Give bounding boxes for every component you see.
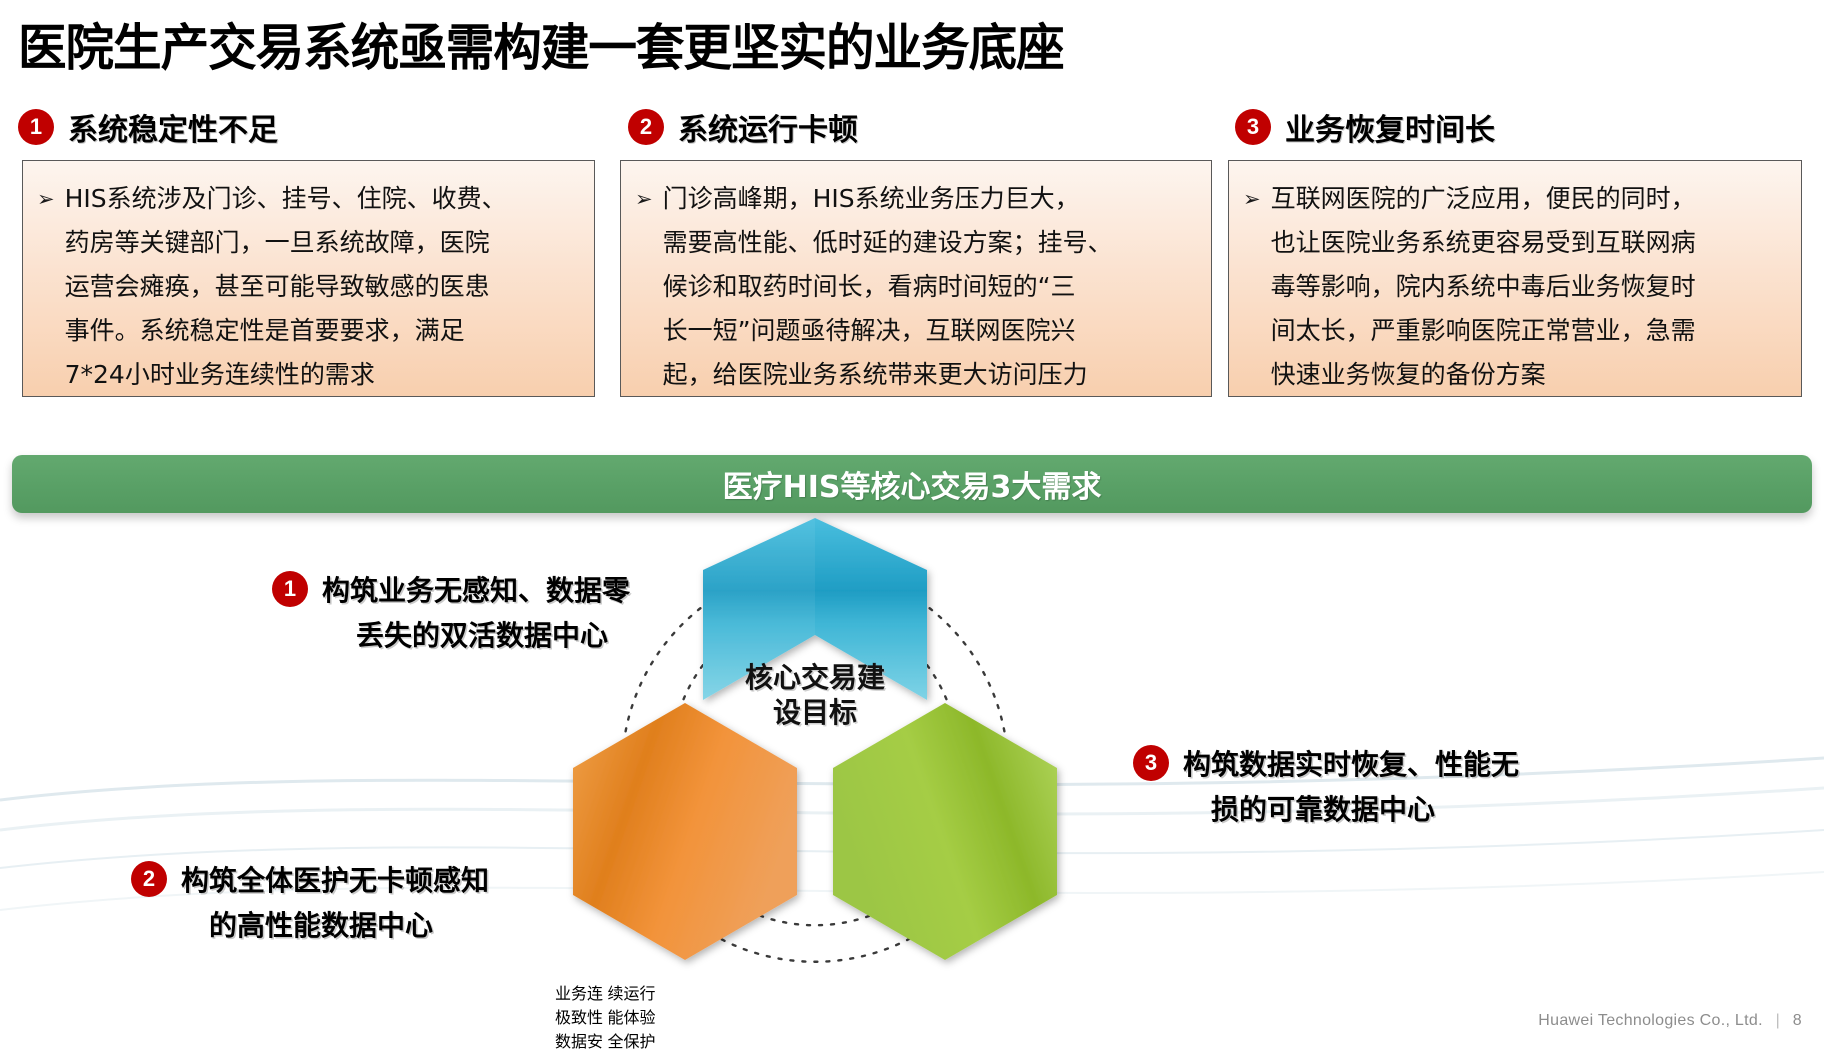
column-number-badge-3: 3 [1235, 109, 1271, 145]
callout-3-text: 构筑数据实时恢复、性能无 损的可靠数据中心 [1183, 742, 1519, 833]
callout-2: 2 构筑全体医护无卡顿感知 的高性能数据中心 [131, 858, 489, 949]
column-heading-1: 系统稳定性不足 [68, 113, 278, 148]
column-header-1: 1 系统稳定性不足 [18, 105, 278, 149]
hexagon-center-line: 核心交易建 [744, 661, 885, 694]
issue-line: 门诊高峰期，HIS系统业务压力巨大， [662, 184, 1080, 213]
column-header-2: 2 系统运行卡顿 [628, 105, 858, 149]
issue-box-2-text: 门诊高峰期，HIS系统业务压力巨大， 需要高性能、低时延的建设方案；挂号、 候诊… [662, 177, 1113, 396]
hexagon-center-line: 设目标 [772, 696, 857, 729]
hexagon-segment-top [703, 518, 927, 700]
issue-line: 毒等影响，院内系统中毒后业务恢复时 [1270, 272, 1696, 301]
hexagon-label-bottom-left: 极致性 能体验 [555, 1010, 656, 1027]
column-heading-2: 系统运行卡顿 [678, 113, 858, 148]
bullet-arrow-icon-3: ➢ [1243, 187, 1261, 211]
issue-line: HIS系统涉及门诊、挂号、住院、收费、 [64, 184, 507, 213]
page-title: 医院生产交易系统亟需构建一套更坚实的业务底座 [18, 19, 1065, 77]
issue-line: 运营会瘫痪，甚至可能导致敏感的医患 [64, 272, 490, 301]
issue-line: 也让医院业务系统更容易受到互联网病 [1270, 228, 1696, 257]
column-heading-3: 业务恢复时间长 [1285, 113, 1495, 148]
issue-box-1: ➢ HIS系统涉及门诊、挂号、住院、收费、 药房等关键部门，一旦系统故障，医院 … [22, 160, 595, 397]
bullet-arrow-icon-2: ➢ [635, 187, 653, 211]
callout-number-badge-2: 2 [131, 861, 167, 897]
hexagon-center-label: 核心交易建 设目标 [685, 660, 945, 730]
callout-number-badge-3: 3 [1133, 745, 1169, 781]
summary-banner: 医疗HIS等核心交易3大需求 [12, 455, 1812, 513]
issue-line: 快速业务恢复的备份方案 [1270, 360, 1546, 389]
callout-1-text: 构筑业务无感知、数据零 丢失的双活数据中心 [322, 568, 630, 659]
callout-line: 构筑数据实时恢复、性能无 [1183, 748, 1520, 781]
footer-separator: | [1775, 1012, 1781, 1029]
bullet-arrow-icon-1: ➢ [37, 187, 55, 211]
hexagon-diagram-svg [573, 518, 1057, 963]
summary-banner-label: 医疗HIS等核心交易3大需求 [722, 470, 1102, 505]
hexagon-diagram: 业务连 续运行 极致性 能体验 数据安 全保护 核心交易建 设目标 [555, 505, 1075, 1050]
issue-line: 需要高性能、低时延的建设方案；挂号、 [662, 228, 1113, 257]
callout-2-text: 构筑全体医护无卡顿感知 的高性能数据中心 [181, 858, 489, 949]
issue-line: 事件。系统稳定性是首要要求，满足 [64, 316, 465, 345]
issue-line: 间太长，严重影响医院正常营业，急需 [1270, 316, 1696, 345]
hexagon-label-bottom-right: 数据安 全保护 [555, 1034, 656, 1050]
issue-box-1-text: HIS系统涉及门诊、挂号、住院、收费、 药房等关键部门，一旦系统故障，医院 运营… [64, 177, 507, 396]
callout-line: 丢失的双活数据中心 [356, 619, 609, 653]
callout-number-badge-1: 1 [272, 571, 308, 607]
callout-line: 的高性能数据中心 [209, 909, 434, 943]
issue-box-2: ➢ 门诊高峰期，HIS系统业务压力巨大， 需要高性能、低时延的建设方案；挂号、 … [620, 160, 1212, 397]
hexagon-segment-bottom-left [573, 703, 797, 960]
callout-line: 损的可靠数据中心 [1211, 793, 1436, 827]
footer: Huawei Technologies Co., Ltd. | 8 [1538, 1012, 1802, 1030]
issue-line: 7*24小时业务连续性的需求 [64, 360, 375, 389]
callout-1: 1 构筑业务无感知、数据零 丢失的双活数据中心 [272, 568, 630, 659]
issue-line: 互联网医院的广泛应用，便民的同时， [1270, 184, 1696, 213]
issue-line: 长一短”问题亟待解决，互联网医院兴 [662, 316, 1076, 345]
footer-page-number: 8 [1792, 1012, 1802, 1029]
column-number-badge-2: 2 [628, 109, 664, 145]
callout-3: 3 构筑数据实时恢复、性能无 损的可靠数据中心 [1133, 742, 1519, 833]
hexagon-segment-bottom-right [833, 703, 1057, 960]
column-number-badge-1: 1 [18, 109, 54, 145]
issue-line: 起，给医院业务系统带来更大访问压力 [662, 360, 1088, 389]
column-header-3: 3 业务恢复时间长 [1235, 105, 1495, 149]
callout-line: 构筑业务无感知、数据零 [322, 574, 631, 607]
issue-box-3: ➢ 互联网医院的广泛应用，便民的同时， 也让医院业务系统更容易受到互联网病 毒等… [1228, 160, 1802, 397]
issue-box-3-text: 互联网医院的广泛应用，便民的同时， 也让医院业务系统更容易受到互联网病 毒等影响… [1270, 177, 1696, 396]
hexagon-label-top: 业务连 续运行 [555, 986, 656, 1003]
issue-line: 候诊和取药时间长，看病时间短的“三 [662, 272, 1076, 301]
issue-line: 药房等关键部门，一旦系统故障，医院 [64, 228, 490, 257]
footer-company: Huawei Technologies Co., Ltd. [1538, 1012, 1763, 1029]
callout-line: 构筑全体医护无卡顿感知 [181, 864, 490, 897]
